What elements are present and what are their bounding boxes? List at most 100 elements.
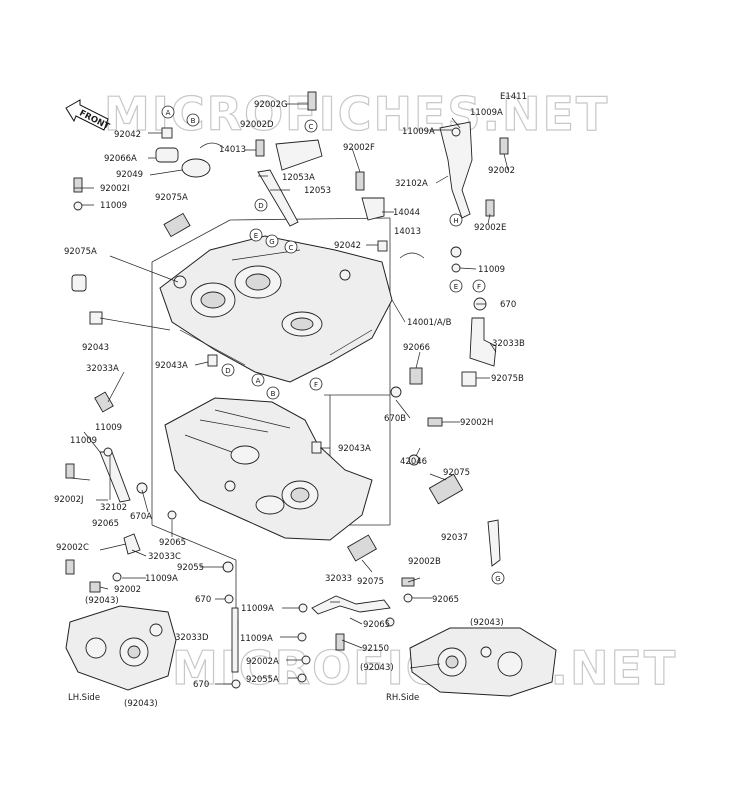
- ref-bubble-c-top: C: [304, 119, 318, 133]
- small-parts: [65, 91, 509, 689]
- svg-text:G: G: [495, 575, 500, 583]
- part-label: 32033C: [148, 552, 181, 562]
- part-label: 92002J: [54, 495, 84, 505]
- svg-text:B: B: [191, 117, 196, 125]
- part-label: 92002I: [100, 184, 130, 194]
- lh-side-cover: [65, 605, 177, 691]
- part-label: 92065: [363, 620, 390, 630]
- part-label: 92065: [432, 595, 459, 605]
- leader-lines: [69, 103, 509, 685]
- part-label: 92002H: [460, 418, 493, 428]
- part-label: 92002E: [474, 223, 506, 233]
- part-label: 92049: [116, 170, 143, 180]
- part-label: 42046: [400, 457, 427, 467]
- part-label: 670B: [384, 414, 406, 424]
- part-label: 14013: [394, 227, 421, 237]
- ref-bubble-f-right: F: [472, 279, 486, 293]
- svg-text:A: A: [256, 377, 261, 385]
- ref-bubble-d-mid: D: [221, 363, 235, 377]
- rh-side-cover: [409, 627, 557, 697]
- part-label: (92043): [124, 699, 158, 709]
- ref-bubble-f-mid: F: [309, 377, 323, 391]
- part-label: 92002D: [240, 120, 274, 130]
- ref-bubble-g-bottom: G: [491, 571, 505, 585]
- ref-bubble-e-case: E: [249, 228, 263, 242]
- part-label: 92002: [488, 166, 515, 176]
- part-label: 670A: [130, 512, 152, 522]
- svg-text:D: D: [258, 202, 263, 210]
- part-label: 92002C: [56, 543, 89, 553]
- lh-side-label: LH.Side: [68, 693, 100, 703]
- ref-bubble-a-mid: A: [251, 373, 265, 387]
- part-label: 92075: [443, 468, 470, 478]
- lower-crankcase: [164, 397, 373, 541]
- svg-text:C: C: [309, 123, 314, 131]
- part-label: 92043A: [338, 444, 371, 454]
- svg-text:C: C: [289, 244, 294, 252]
- svg-text:E: E: [254, 232, 258, 240]
- part-label: 92065: [159, 538, 186, 548]
- part-label: 32102: [100, 503, 127, 513]
- part-label: 92055: [177, 563, 204, 573]
- part-label: 92002G: [254, 100, 288, 110]
- ref-bubble-d-top: D: [254, 198, 268, 212]
- part-label: (92043): [360, 663, 394, 673]
- part-label: 32033D: [175, 633, 209, 643]
- part-label: 32033A: [86, 364, 119, 374]
- part-label: 32033: [325, 574, 352, 584]
- diagram-id: E1411: [500, 92, 527, 102]
- part-label: 92002F: [343, 143, 375, 153]
- part-label: 670: [500, 300, 516, 310]
- rh-side-label: RH.Side: [386, 693, 419, 703]
- part-label: 92075: [357, 577, 384, 587]
- svg-text:G: G: [269, 238, 274, 246]
- part-label: 92066A: [104, 154, 137, 164]
- part-label: 92055A: [246, 675, 279, 685]
- part-label: 11009A: [402, 127, 435, 137]
- part-label: 92150: [362, 644, 389, 654]
- part-label: 14013: [219, 145, 246, 155]
- ref-bubble-e-right: E: [449, 279, 463, 293]
- part-label: 11009: [478, 265, 505, 275]
- part-label: 92002: [114, 585, 141, 595]
- part-label: 12053A: [282, 173, 315, 183]
- part-number-labels: 92002G 92042 14013 92002D 92066A 92049 1…: [54, 100, 525, 709]
- part-label: 92075A: [155, 193, 188, 203]
- part-label: 32033B: [492, 339, 525, 349]
- ref-bubble-h-right: H: [449, 213, 463, 227]
- svg-text:H: H: [453, 217, 458, 225]
- part-label: 670: [193, 680, 209, 690]
- part-label: 92002A: [246, 657, 279, 667]
- part-label: 11009: [100, 201, 127, 211]
- ref-bubble-b-top: B: [186, 113, 200, 127]
- ref-bubble-a-top: A: [161, 105, 175, 119]
- part-label: 14044: [393, 208, 420, 218]
- part-label: 32102A: [395, 179, 428, 189]
- svg-text:F: F: [477, 283, 481, 291]
- upper-crankcase: [159, 235, 393, 383]
- svg-text:B: B: [271, 390, 276, 398]
- part-label: 92043: [82, 343, 109, 353]
- ref-bubble-b-mid: B: [266, 386, 280, 400]
- part-label: 92042: [334, 241, 361, 251]
- part-label: 92075A: [64, 247, 97, 257]
- svg-text:A: A: [166, 109, 171, 117]
- part-label: 92042: [114, 130, 141, 140]
- part-label: 92075B: [491, 374, 524, 384]
- svg-text:F: F: [314, 381, 318, 389]
- part-label: 11009A: [145, 574, 178, 584]
- ref-bubble-c-case: C: [284, 240, 298, 254]
- part-label: 92066: [403, 343, 430, 353]
- part-label: (92043): [85, 596, 119, 606]
- part-label: 11009: [95, 423, 122, 433]
- part-label: 12053: [304, 186, 331, 196]
- part-label: 92037: [441, 533, 468, 543]
- part-label: 11009A: [240, 634, 273, 644]
- part-label: 92065: [92, 519, 119, 529]
- ref-bubble-g-case: G: [265, 234, 279, 248]
- part-label: (92043): [470, 618, 504, 628]
- svg-text:D: D: [225, 367, 230, 375]
- part-label: 11009A: [241, 604, 274, 614]
- part-label: 11009: [70, 436, 97, 446]
- watermark-top: MICROFICHES.NET: [104, 87, 609, 141]
